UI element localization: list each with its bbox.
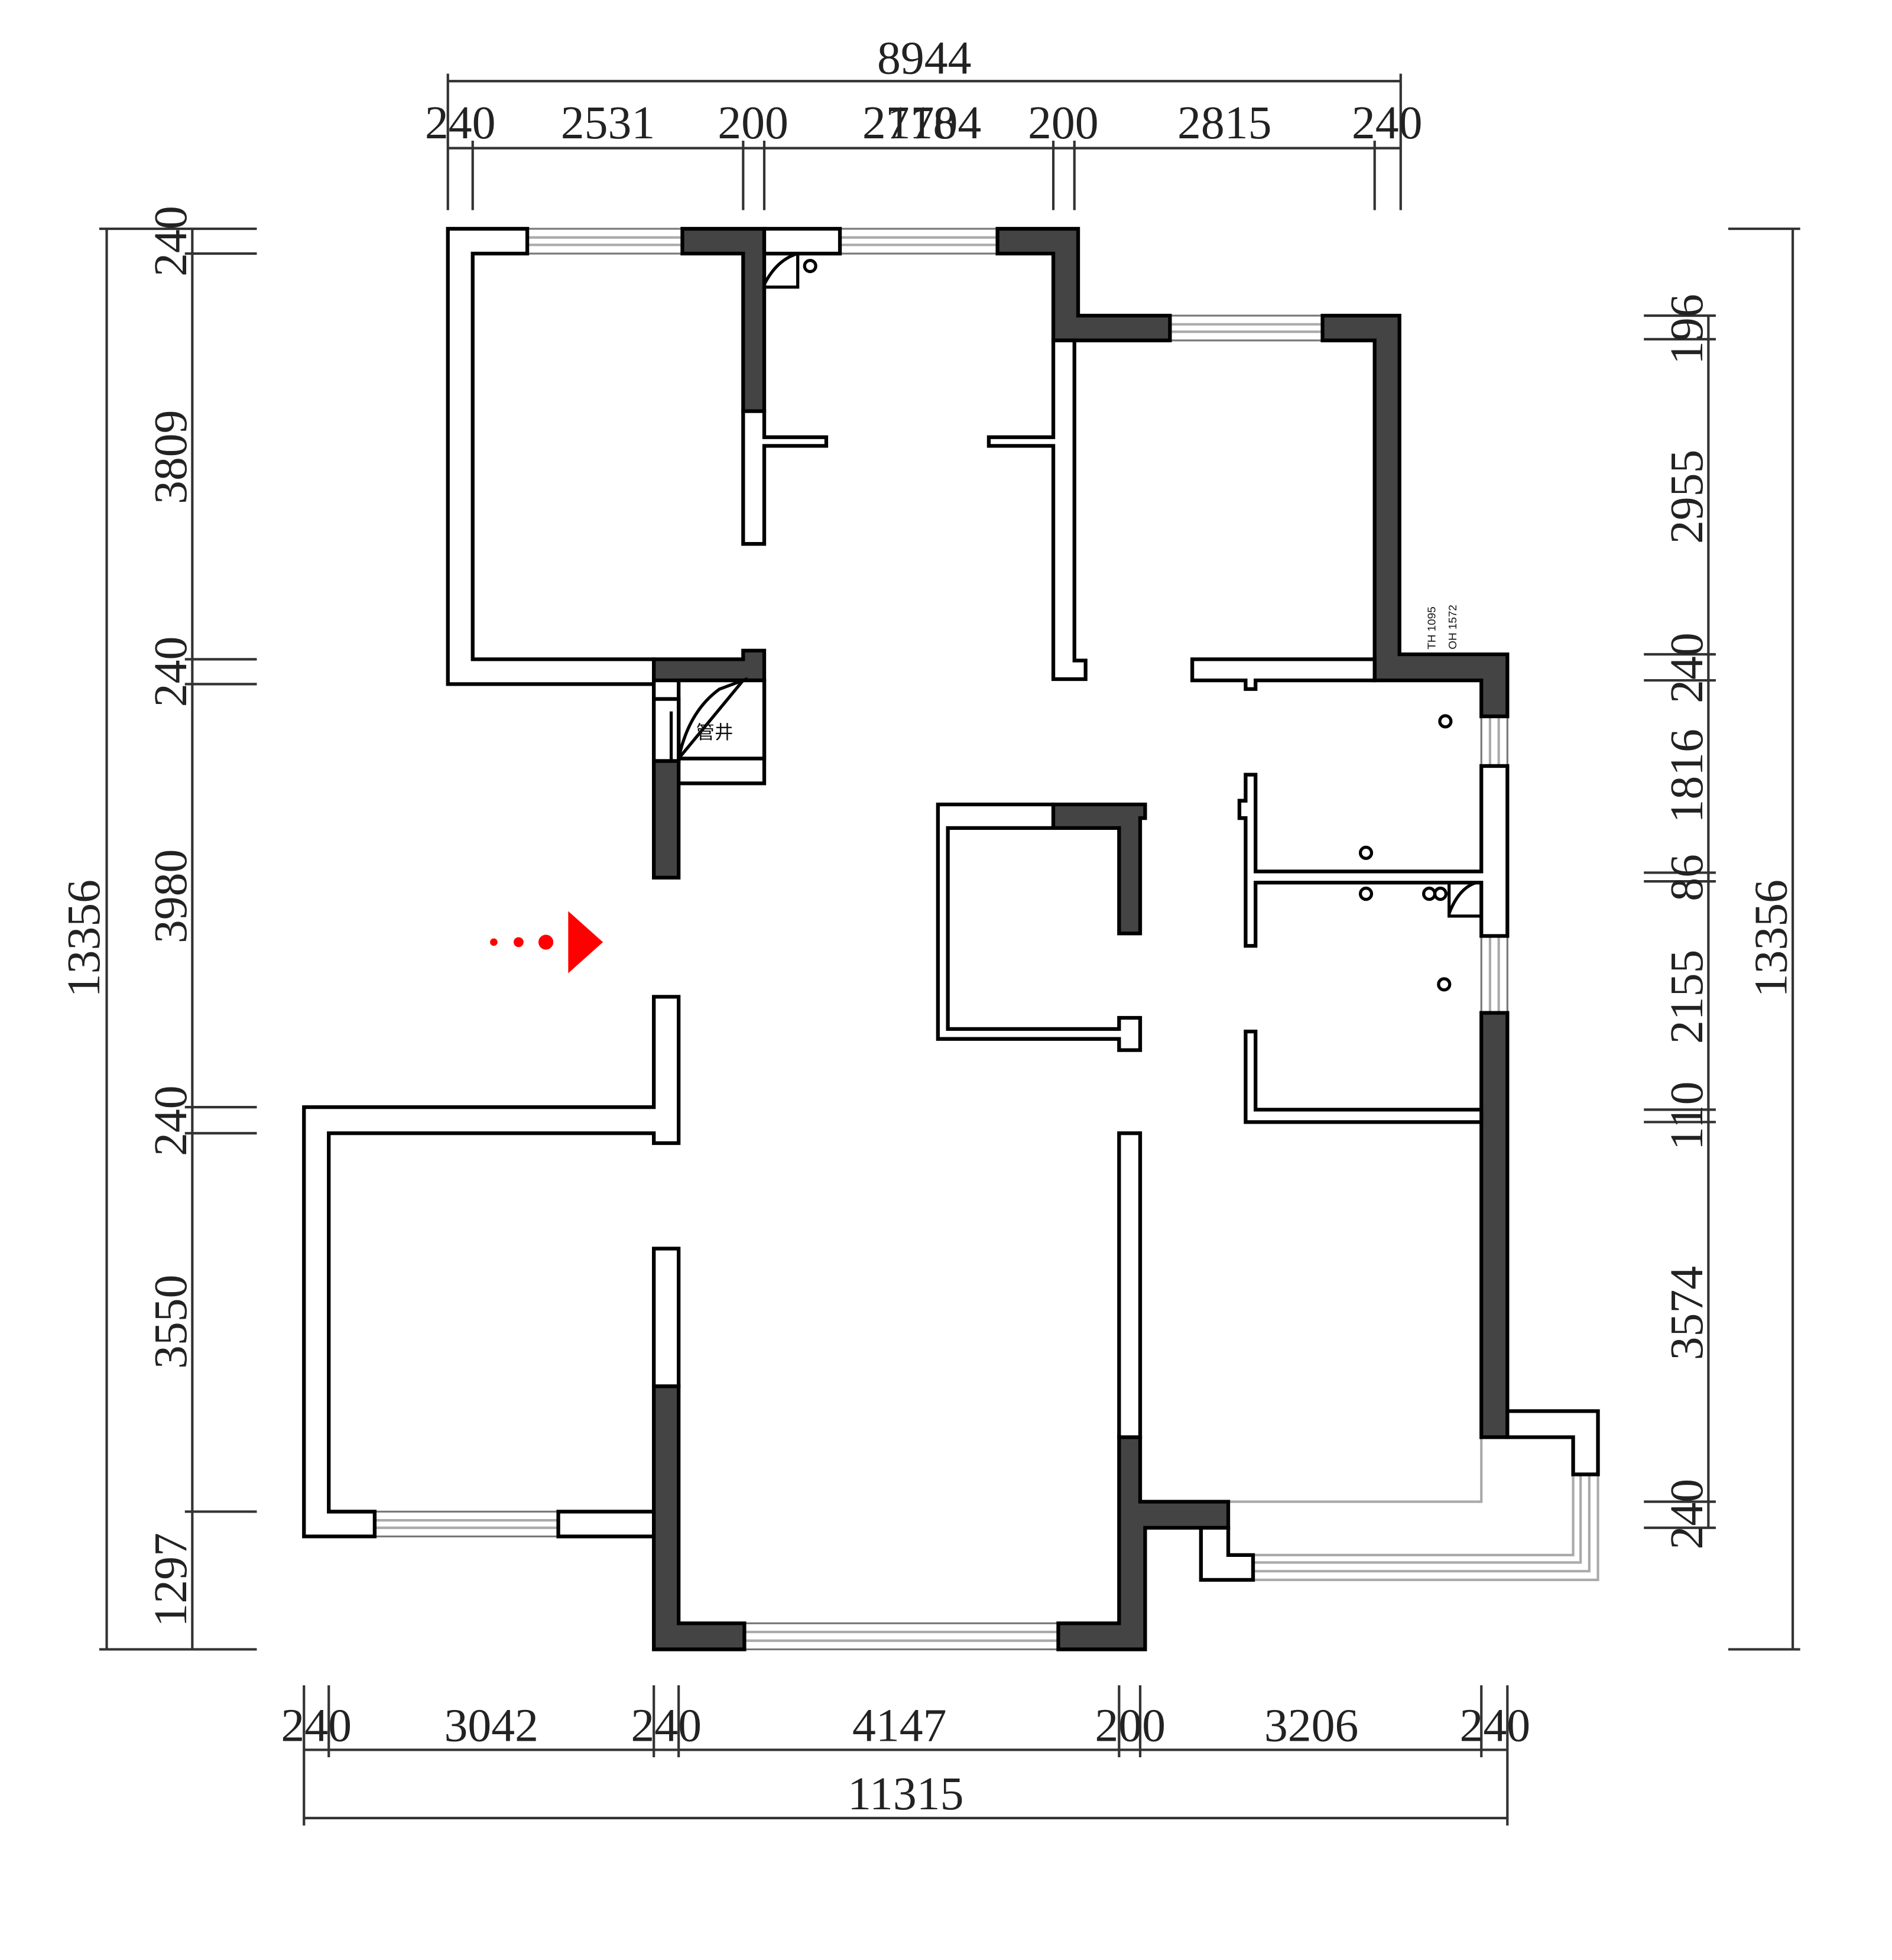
right-dim-2: 2955 — [1661, 450, 1713, 544]
wall-top-white-1 — [762, 226, 842, 256]
top-dim-2: 2531 — [561, 97, 655, 149]
top-dim-4: 2718 — [862, 97, 957, 149]
entrance-arrow-icon — [490, 911, 603, 973]
th-note: TH 1095 — [1426, 606, 1439, 649]
right-dim-4: 1816 — [1661, 729, 1713, 823]
right-dim-1: 196 — [1661, 294, 1713, 365]
window-top-middle — [839, 228, 999, 255]
top-dim-8: 240 — [1352, 97, 1423, 149]
wall-core-room — [936, 802, 1143, 1052]
left-dim-5: 240 — [145, 1085, 197, 1156]
window-right-middle — [1480, 934, 1508, 1014]
wall-right-dark-2 — [1479, 1011, 1510, 1439]
fixtures — [677, 252, 1453, 992]
bottom-dim-7: 240 — [1460, 1700, 1531, 1752]
fixture-circle — [1358, 845, 1374, 860]
fixture-circle — [1437, 977, 1452, 992]
right-dim-9: 240 — [1661, 1479, 1713, 1550]
wall-shaft-left — [652, 697, 681, 763]
left-dim-3: 240 — [145, 637, 197, 708]
bottom-dim-1: 240 — [281, 1700, 352, 1752]
top-dim-1: 240 — [425, 97, 496, 149]
fixture-circle — [1422, 887, 1437, 901]
wall-left-lower-bottom — [556, 1510, 656, 1539]
right-dim-5: 86 — [1661, 854, 1713, 901]
wall-bottom-dark-left — [652, 1384, 747, 1651]
windows — [374, 228, 1599, 1650]
bottom-dim-3: 240 — [631, 1700, 702, 1752]
window-bottom-left — [374, 1510, 560, 1537]
left-total-dimension: 13356 — [58, 880, 110, 997]
top-dimension-chain: 8944 240 2531 200 2718 1704 200 2815 240 — [425, 33, 1423, 210]
wall-left-lower-outer — [302, 995, 681, 1539]
left-dim-4: 3980 — [145, 849, 197, 943]
right-dim-3: 240 — [1661, 632, 1713, 703]
window-right-upper — [1480, 715, 1508, 767]
left-dim-7: 1297 — [145, 1533, 197, 1627]
balcony-window — [1228, 1437, 1599, 1581]
wall-partition-2 — [986, 338, 1088, 682]
wall-balcony-corner — [1505, 1409, 1600, 1477]
wall-left-dark-1 — [652, 759, 681, 880]
wall-partition-1 — [741, 409, 829, 546]
fixture-circle — [1438, 714, 1453, 729]
left-dim-1: 240 — [145, 206, 197, 277]
wall-room-right-lower — [1244, 1029, 1484, 1124]
left-dimension-chain: 13356 240 3809 240 3980 240 3550 1297 — [58, 206, 257, 1651]
right-dim-6: 2155 — [1661, 950, 1713, 1044]
fixture-circle — [803, 258, 817, 274]
wall-partition-3 — [1190, 657, 1377, 691]
top-dim-7: 2815 — [1177, 97, 1272, 149]
right-dim-7: 110 — [1661, 1082, 1713, 1151]
wall-middle-partition — [1117, 1131, 1143, 1439]
bottom-total-dimension: 11315 — [848, 1768, 963, 1820]
left-dim-2: 3809 — [145, 410, 197, 505]
wall-top-dark-1 — [680, 226, 767, 413]
top-dim-3: 200 — [718, 97, 788, 149]
wall-right-dark-1 — [1320, 313, 1510, 719]
right-total-dimension: 13356 — [1745, 880, 1797, 997]
right-dimension-chain: 13356 196 2955 240 1816 86 2155 110 3574… — [1644, 227, 1800, 1651]
top-dim-5: 1704 — [887, 97, 982, 149]
wall-top-left-outer — [446, 226, 656, 686]
window-top-left-bedroom — [526, 228, 684, 255]
top-total-dimension: 8944 — [877, 33, 972, 85]
fixture-circle — [1433, 887, 1448, 901]
wall-balcony-step — [1199, 1526, 1255, 1582]
right-dim-8: 3574 — [1661, 1266, 1713, 1361]
bottom-dim-2: 3042 — [444, 1700, 538, 1752]
oh-note: OH 1572 — [1447, 605, 1459, 650]
window-bottom-middle — [743, 1622, 1060, 1650]
bottom-dim-6: 3206 — [1264, 1700, 1359, 1752]
left-dim-6: 3550 — [145, 1275, 197, 1370]
pipe-shaft-label: 管井 — [696, 722, 734, 744]
wall-bottom-dark-right — [1056, 1435, 1231, 1651]
wall-core-dark — [1051, 802, 1147, 936]
walls — [302, 226, 1600, 1651]
bottom-dim-4: 4147 — [852, 1700, 947, 1752]
top-dim-6: 200 — [1028, 97, 1099, 149]
fixture-circle — [1358, 887, 1374, 901]
window-top-right — [1169, 314, 1324, 342]
wall-left-partition — [652, 1247, 681, 1388]
wall-top-dark-2 — [995, 226, 1172, 343]
bottom-dim-5: 200 — [1095, 1700, 1166, 1752]
wall-bath-partition — [1237, 764, 1510, 948]
bottom-dimension-chain: 240 3042 240 4147 200 3206 240 11315 — [281, 1685, 1531, 1826]
